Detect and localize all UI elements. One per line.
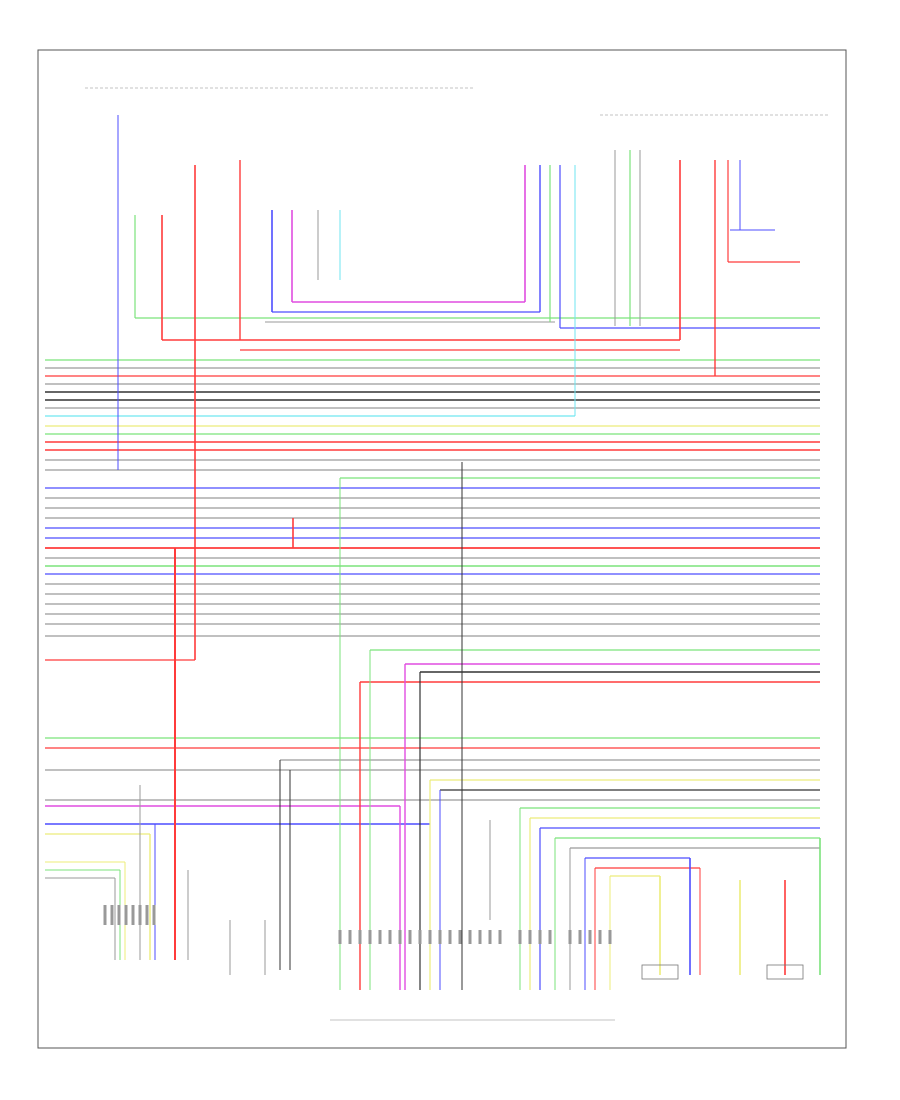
connector-pin-17 [518,930,522,944]
connector-pin-5 [388,930,392,944]
connector-pins [103,905,804,980]
jc-right-box [766,964,804,980]
diagram-frame [37,49,847,1049]
connector-pin-8 [418,930,422,944]
connector-pin-2 [358,930,362,944]
ecm-pin-5 [138,905,142,925]
connector-pin-11 [448,930,452,944]
connector-pin-14 [478,930,482,944]
jc-left-box [641,964,679,980]
connector-pin-15 [488,930,492,944]
connector-pin-24 [598,930,602,944]
ecm-pin-4 [131,905,135,925]
connector-pin-0 [338,930,342,944]
ecm-pin-7 [152,905,156,925]
ecm-pin-3 [124,905,128,925]
connector-pin-21 [568,930,572,944]
connector-pin-16 [498,930,502,944]
ecm-pin-6 [145,905,149,925]
ecm-pin-0 [103,905,107,925]
connector-pin-12 [458,930,462,944]
connector-pin-22 [578,930,582,944]
vertical-wire-bundle [114,115,821,990]
ecm-pin-2 [117,905,121,925]
connector-pin-25 [608,930,612,944]
connector-pin-9 [428,930,432,944]
connector-pin-20 [548,930,552,944]
connector-pin-10 [438,930,442,944]
connector-pin-19 [538,930,542,944]
connector-pin-13 [468,930,472,944]
connector-pin-18 [528,930,532,944]
connector-pin-4 [378,930,382,944]
connector-pin-6 [398,930,402,944]
connector-pin-1 [348,930,352,944]
connector-pin-3 [368,930,372,944]
connector-pin-23 [588,930,592,944]
ecm-pin-1 [110,905,114,925]
connector-pin-7 [408,930,412,944]
